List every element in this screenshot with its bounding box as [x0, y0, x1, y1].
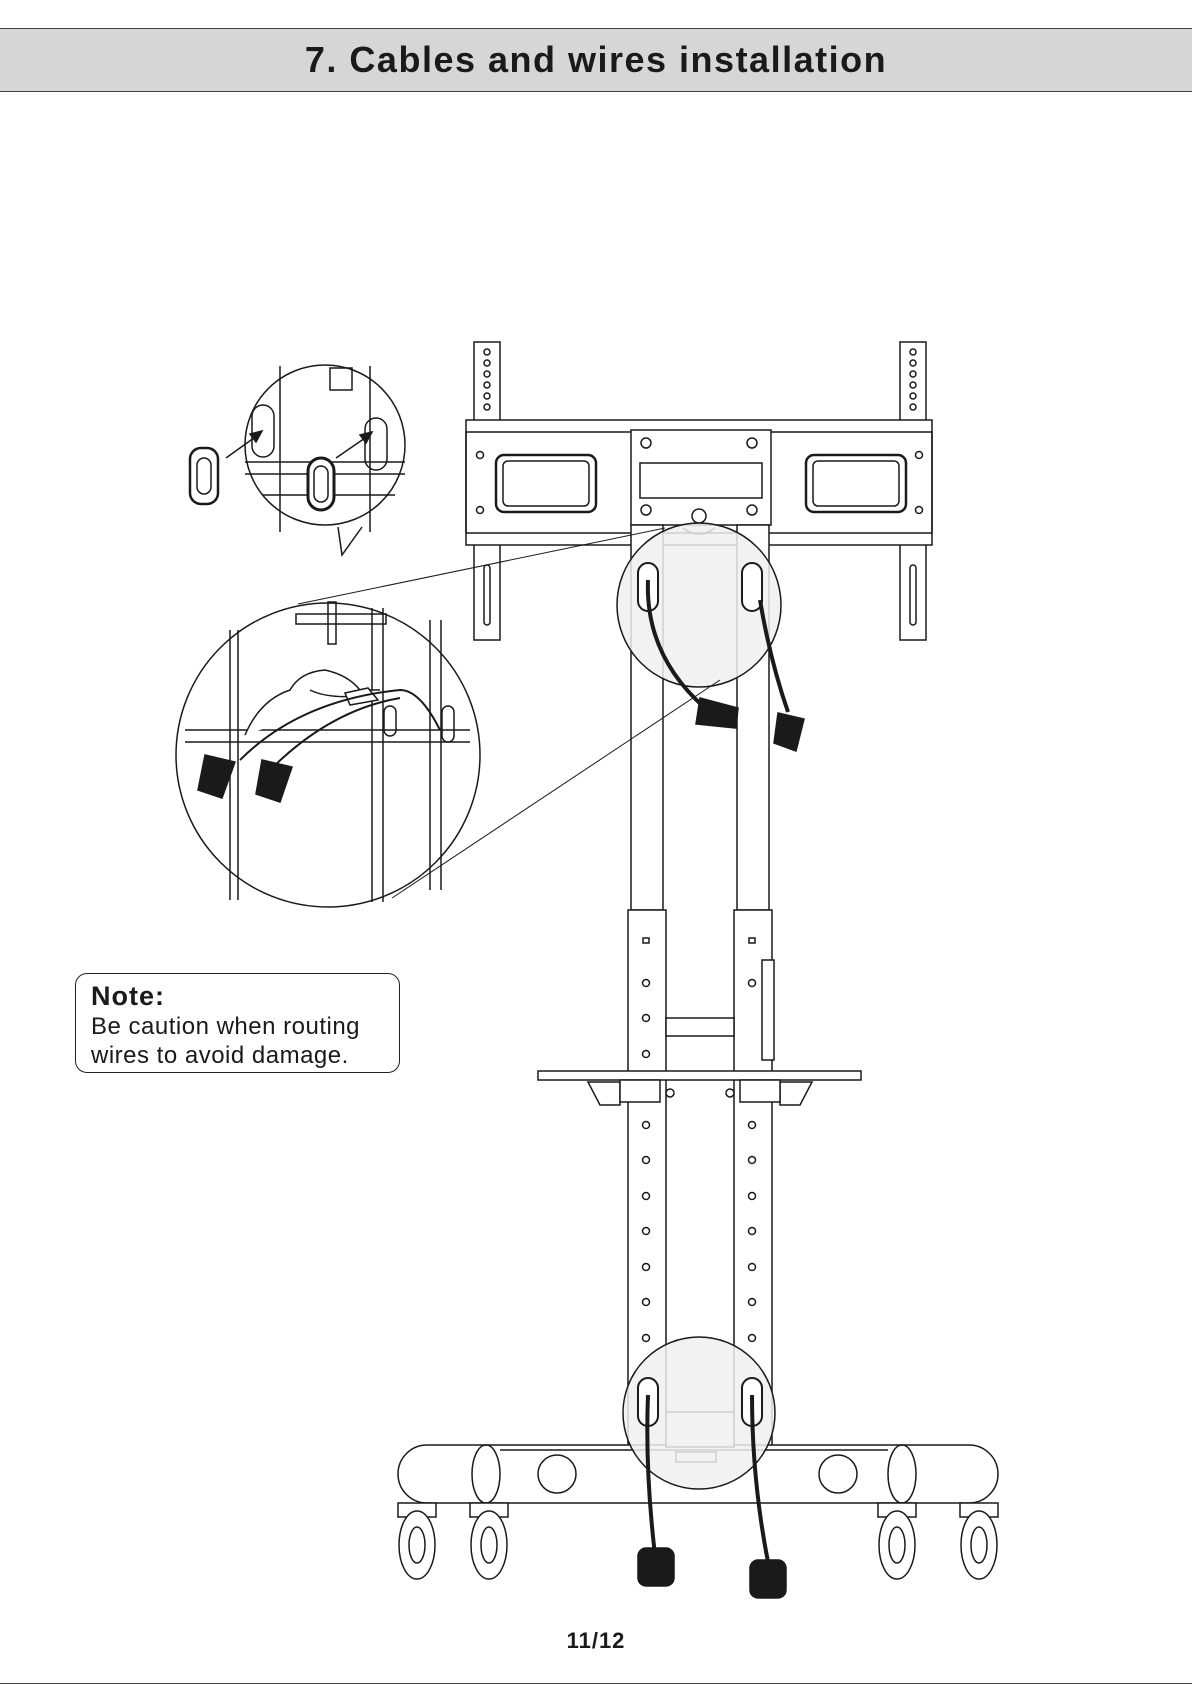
page-number: 11/12 [0, 1628, 1192, 1654]
plug-lower-right [750, 1560, 786, 1598]
detail-circle-cable-tie [176, 602, 480, 907]
upper-cable-circle [617, 523, 781, 687]
caster-4 [960, 1503, 998, 1579]
plug-upper-right [774, 713, 804, 751]
note-line-1: Be caution when routing [91, 1012, 389, 1041]
plug-upper-left [696, 698, 738, 728]
caster-1 [398, 1503, 436, 1579]
side-clip [762, 960, 774, 1060]
note-box: Note: Be caution when routing wires to a… [75, 973, 400, 1073]
plug-lower-left [638, 1548, 674, 1586]
note-title: Note: [91, 980, 389, 1012]
middle-shelf [538, 1071, 861, 1105]
caster-2 [470, 1503, 508, 1579]
note-line-2: wires to avoid damage. [91, 1041, 389, 1070]
detail-circle-grommet [190, 365, 405, 555]
pole-crossbar [666, 1018, 734, 1036]
caster-3 [878, 1503, 916, 1579]
footer-rule [0, 1683, 1192, 1684]
